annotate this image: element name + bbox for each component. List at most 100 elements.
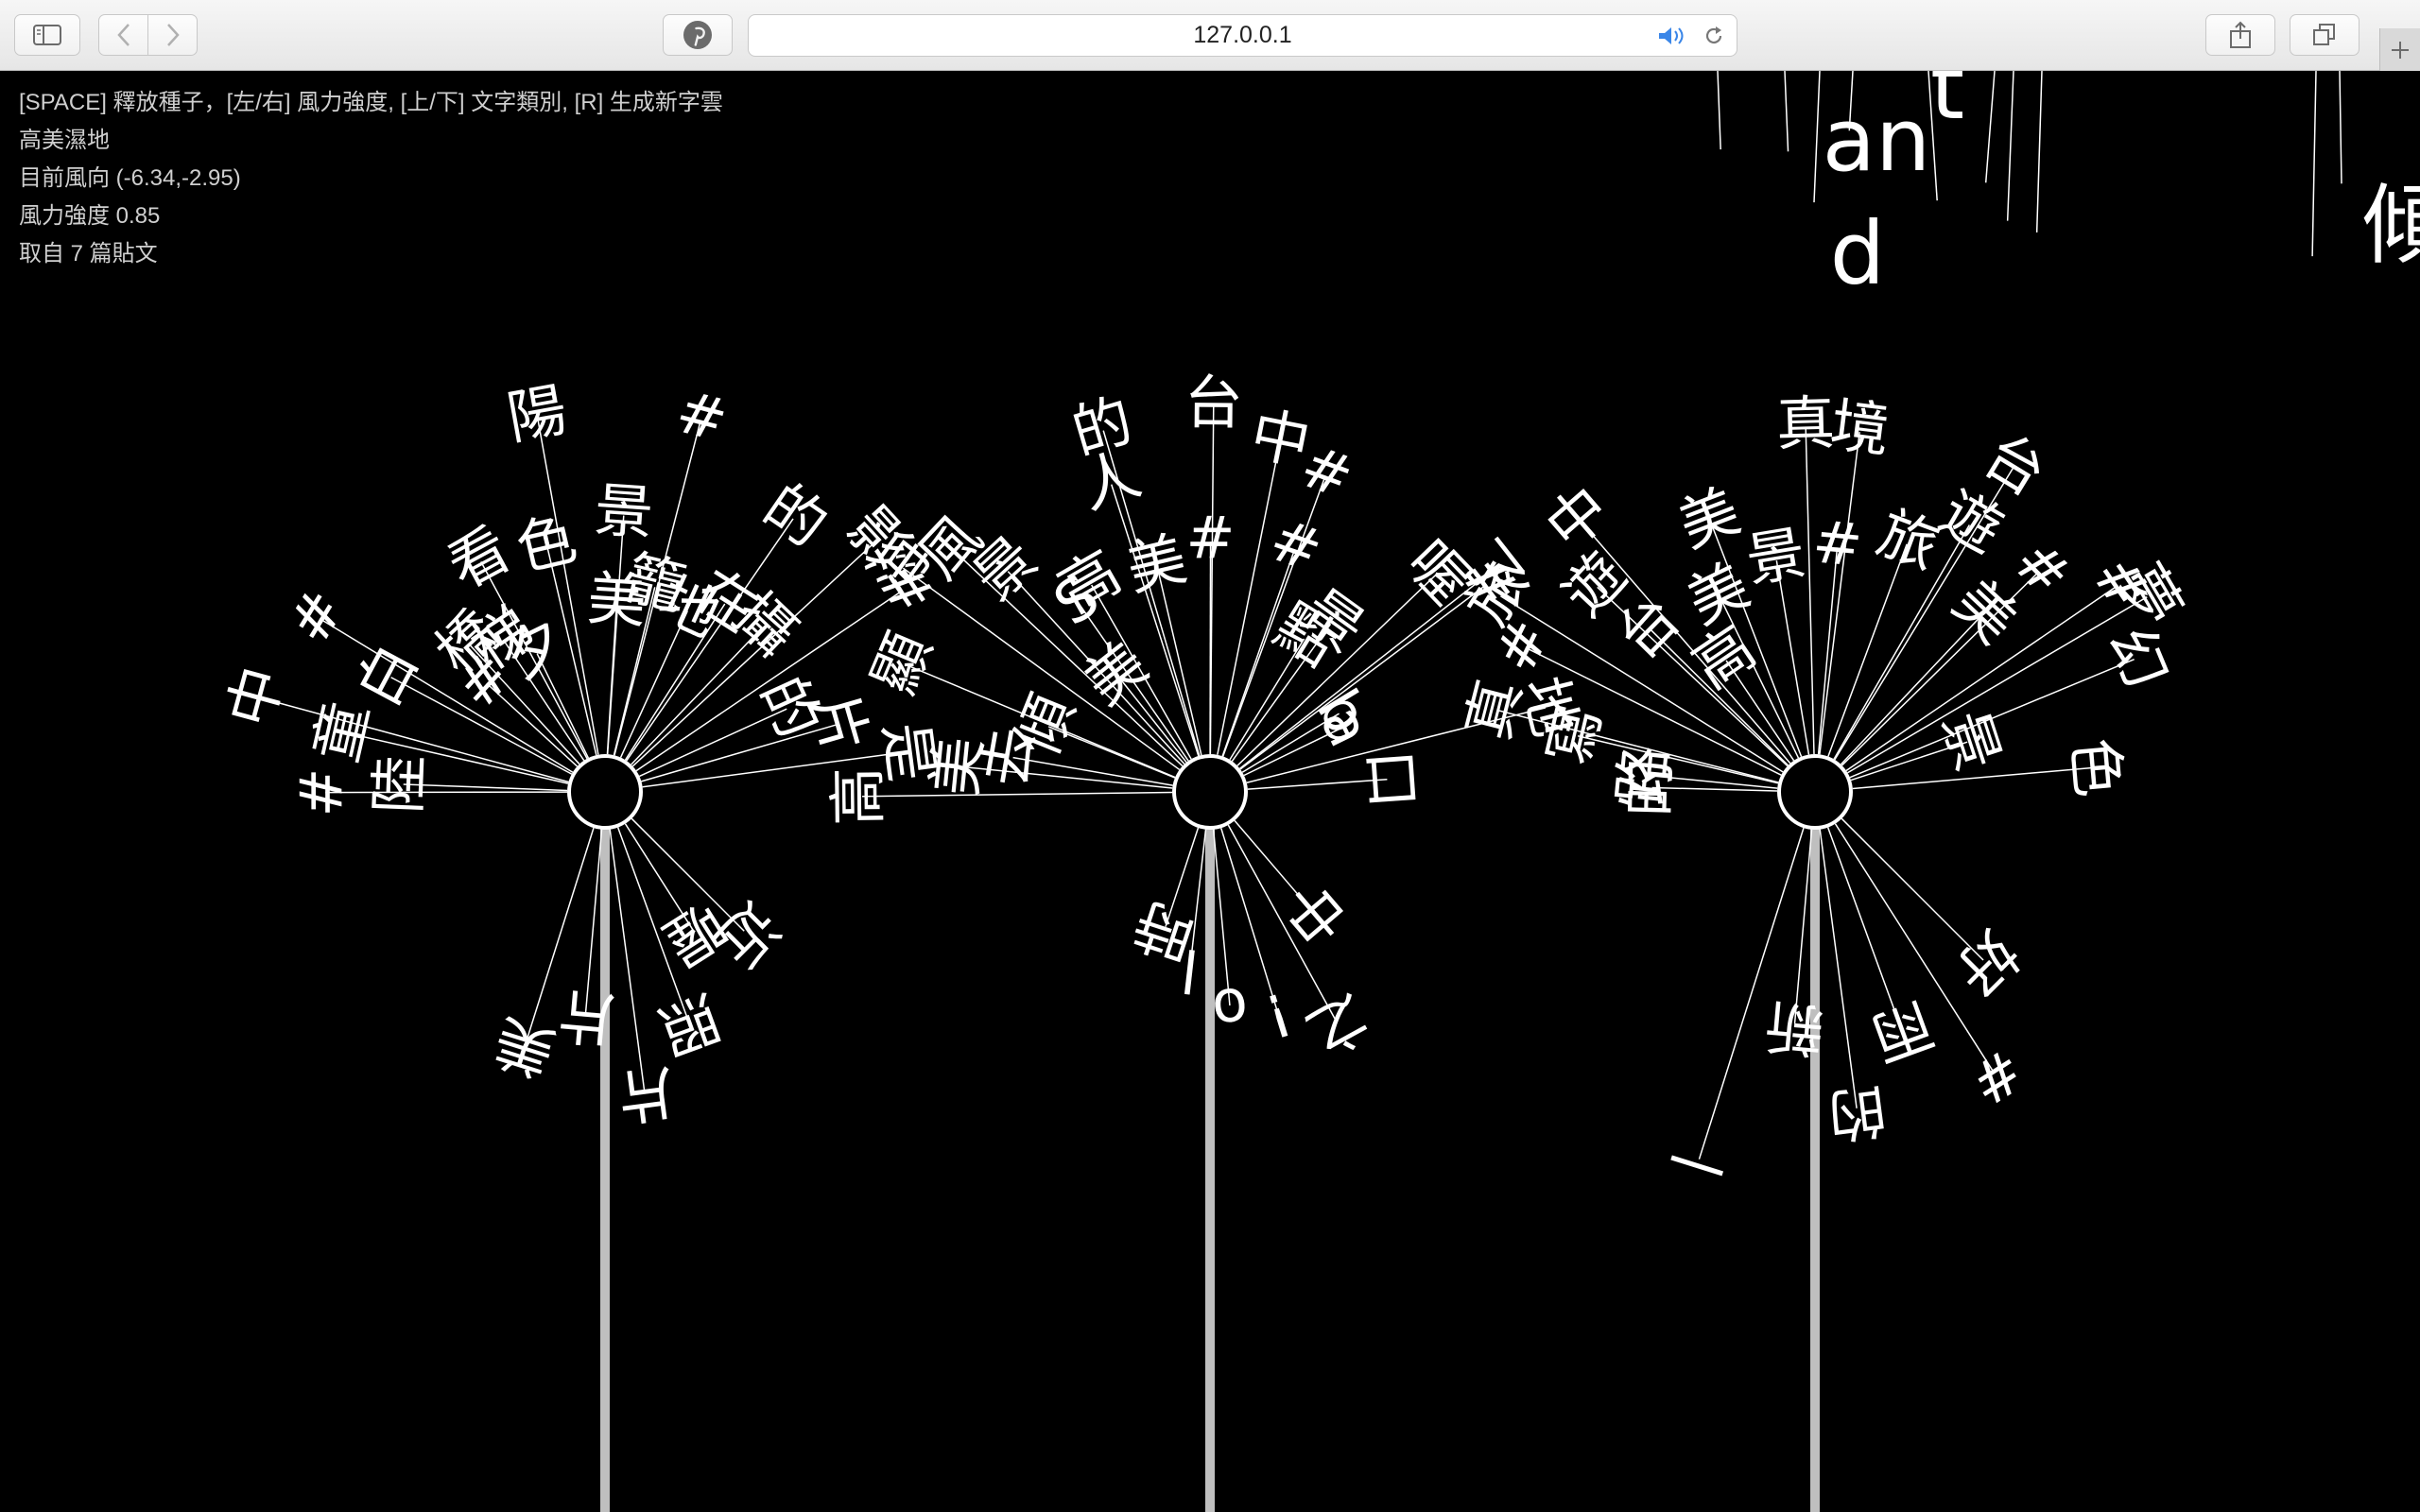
hud-category: 高美濕地 — [19, 128, 110, 153]
dandelion-head[interactable] — [567, 754, 643, 830]
speaker-icon[interactable] — [1657, 26, 1689, 46]
seed-word: # — [1261, 505, 1330, 586]
seed-word: 景 — [1741, 518, 1810, 595]
seed-filament — [319, 617, 574, 773]
seed-filament — [584, 829, 603, 1013]
seed-filament — [631, 627, 764, 765]
seed-filament — [1817, 547, 1839, 755]
seed-filament — [1725, 660, 1795, 762]
address-bar[interactable]: 127.0.0.1 — [748, 14, 1737, 57]
seed-filament — [1156, 567, 1202, 756]
seed-filament — [1222, 475, 1326, 757]
seed-filament — [536, 418, 599, 755]
seed-filament — [952, 549, 1184, 767]
seed-filament — [1834, 468, 2014, 761]
dandelion-head[interactable] — [1777, 754, 1853, 830]
seed-filament — [1246, 707, 1547, 783]
seed-filament — [1719, 596, 1800, 759]
seed-filament — [1577, 735, 1779, 784]
seed-word: 的 — [752, 471, 838, 560]
dandelion-left[interactable]: #陸童中白##橋梯看夕陽色美景籠#地在的攝影#的片是近喔照片片美 — [215, 374, 948, 1512]
seed-word: # — [286, 768, 355, 817]
drifting-word: d — [1830, 203, 1885, 304]
seed-word: 口 — [1355, 747, 1427, 811]
seed-word: 陸 — [364, 753, 435, 815]
seed-word: 景 — [593, 475, 656, 548]
seed-word: # — [1958, 1035, 2036, 1119]
seed-word: # — [1186, 503, 1236, 572]
seed-filament — [631, 540, 877, 767]
dandelion-right[interactable]: 的路寫真#旅遊台中高美美景真#境旅遊台美##夢幻景色好#雨的新一 — [1452, 388, 2195, 1512]
seed-filament — [1165, 827, 1200, 927]
seed-filament — [1241, 713, 1340, 773]
drifting-filament — [1813, 71, 1821, 203]
seed-filament — [1580, 520, 1791, 765]
seed-word: 路 — [1606, 743, 1681, 808]
pinterest-button[interactable] — [663, 14, 733, 56]
seed-word: 的 — [1824, 1074, 1891, 1150]
seed-filament — [1841, 571, 2040, 766]
seed-filament — [1247, 778, 1388, 790]
drifting-filament — [1927, 71, 1938, 201]
dandelion-stem — [1810, 828, 1820, 1512]
tabs-overview-button[interactable] — [2290, 14, 2360, 56]
seed-filament — [1012, 756, 1173, 786]
seed-filament — [1775, 560, 1810, 755]
seed-filament — [390, 677, 573, 775]
sketch-canvas[interactable]: #陸童中白##橋梯看夕陽色美景籠#地在的攝影#的片是近喔照片片美高美去傾顯海風景… — [0, 71, 2420, 1512]
seed-filament — [504, 641, 585, 762]
seed-word: 去 — [970, 722, 1048, 792]
seed-word: # — [274, 577, 358, 655]
drifting-word: 傾 — [2362, 175, 2420, 276]
seed-word: 美 — [1071, 627, 1160, 718]
seed-word: 片 — [612, 1057, 679, 1132]
seed-filament — [1189, 829, 1207, 967]
new-tab-button[interactable] — [2379, 28, 2420, 71]
seed-word: 中 — [1245, 399, 1316, 478]
seed-filament — [1102, 430, 1201, 756]
seed-filament — [1833, 524, 1970, 760]
sidebar-toggle-button[interactable] — [14, 14, 80, 56]
seed-word: 美 — [920, 733, 994, 799]
seed-filament — [1847, 596, 2148, 774]
seed-word: 幻 — [2095, 617, 2181, 697]
chevron-right-icon — [166, 24, 180, 46]
seed-filament — [1647, 774, 1778, 789]
seed-filament — [1239, 572, 1491, 769]
seed-word: 台 — [1184, 368, 1243, 438]
dandelion-stem — [600, 828, 610, 1512]
drifting-filament — [2339, 71, 2342, 184]
drifting-filament — [1784, 71, 1789, 152]
seed-filament — [613, 587, 656, 756]
seed-filament — [1239, 583, 1488, 770]
seed-filament — [1217, 442, 1281, 755]
seed-filament — [606, 515, 625, 755]
drifting-filament — [2311, 71, 2317, 257]
seed-filament — [1209, 406, 1215, 755]
seed-filament — [609, 829, 646, 1091]
seed-filament — [624, 823, 694, 931]
seed-filament — [1819, 829, 1858, 1108]
share-button[interactable] — [2205, 14, 2275, 56]
seed-word: 一 — [1660, 1122, 1737, 1205]
drifting-word: t — [1930, 71, 1964, 139]
dandelion-head[interactable] — [1172, 754, 1248, 830]
back-button[interactable] — [98, 14, 148, 56]
reload-icon[interactable] — [1703, 25, 1725, 47]
seed-filament — [642, 751, 906, 788]
seed-filament — [1852, 766, 2093, 790]
seed-word: 高 — [823, 766, 893, 826]
seed-word: # — [669, 376, 735, 455]
drifting-filament — [1984, 71, 1996, 183]
drifting-filament — [2035, 71, 2043, 233]
forward-button[interactable] — [147, 14, 198, 56]
tabs-overview-icon — [2313, 24, 2335, 45]
seed-filament — [469, 644, 580, 765]
seed-filament — [616, 827, 689, 1021]
seed-word: 中 — [1269, 868, 1358, 958]
seed-word: 的 — [1613, 757, 1684, 817]
hud-overlay: [SPACE] 釋放種子，[左/右] 風力強度, [上/下] 文字類別, [R]… — [19, 84, 723, 273]
seed-word: 看 — [437, 514, 521, 603]
seed-filament — [325, 791, 568, 794]
